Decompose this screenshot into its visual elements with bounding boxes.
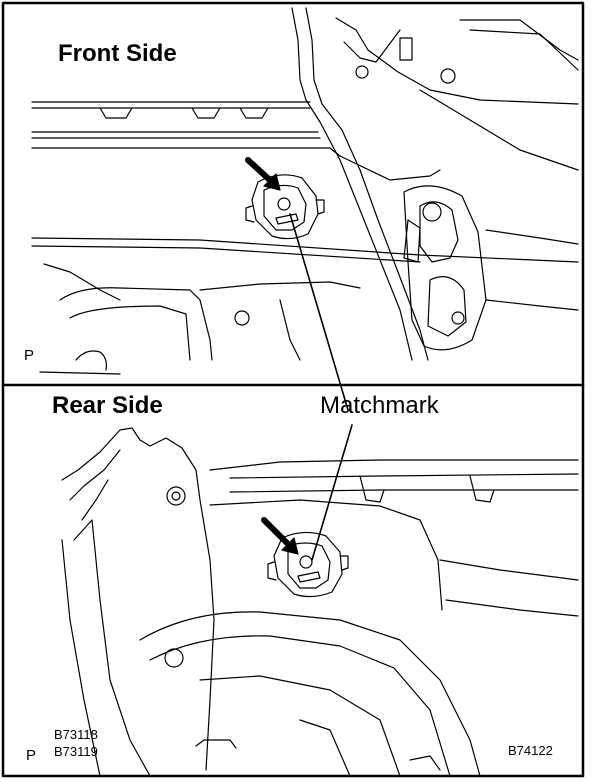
matchmark-leaders bbox=[289, 213, 353, 561]
rear-corner-mark: P bbox=[26, 747, 37, 764]
figure-code-left-top: B73118 bbox=[54, 727, 98, 742]
rear-panel-drawing bbox=[61, 427, 579, 777]
front-arrow-shaft bbox=[245, 157, 275, 185]
outer-border bbox=[1, 1, 585, 778]
front-corner-mark: P bbox=[24, 347, 35, 364]
figure-code-left-bottom: B73119 bbox=[54, 744, 98, 759]
rear-clip bbox=[267, 531, 349, 598]
front-side-heading: Front Side bbox=[58, 40, 177, 67]
front-panel-drawing bbox=[31, 7, 579, 375]
front-clip bbox=[245, 174, 325, 240]
figure-code-right: B74122 bbox=[508, 743, 553, 758]
matchmark-callout: Matchmark bbox=[320, 392, 439, 419]
rear-arrow-head bbox=[281, 537, 299, 555]
front-arrow-head bbox=[263, 173, 281, 191]
rear-side-heading: Rear Side bbox=[52, 392, 163, 419]
rear-arrow-shaft bbox=[261, 517, 293, 549]
